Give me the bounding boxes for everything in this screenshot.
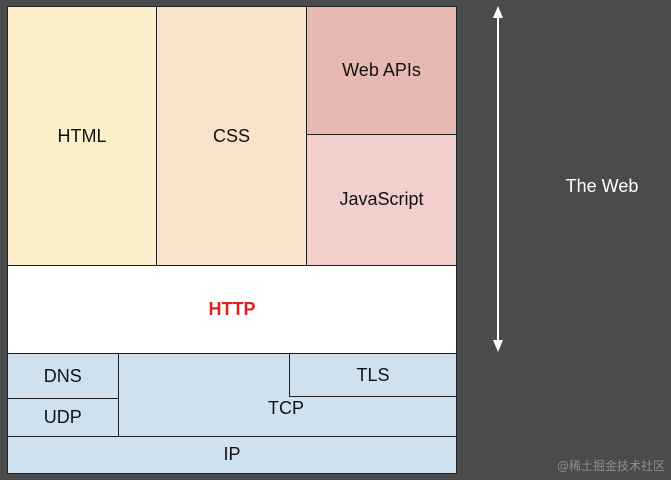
ip-layer: IP	[7, 435, 457, 474]
html-label: HTML	[57, 125, 107, 146]
css-label: CSS	[212, 125, 250, 146]
udp-label: UDP	[43, 406, 82, 427]
web-apis-layer: Web APIs	[306, 6, 457, 135]
css-layer: CSS	[155, 6, 308, 266]
udp-layer: UDP	[7, 397, 119, 437]
dns-layer: DNS	[7, 353, 119, 399]
http-layer: HTTP	[7, 264, 457, 355]
web-apis-label: Web APIs	[342, 60, 421, 80]
tcp-label: TCP	[268, 398, 304, 418]
html-layer: HTML	[7, 6, 157, 266]
javascript-label: JavaScript	[339, 189, 424, 210]
ip-label: IP	[223, 444, 241, 465]
javascript-layer: JavaScript	[306, 133, 457, 266]
the-web-label: The Web	[565, 176, 639, 196]
watermark: @稀土掘金技术社区	[556, 459, 665, 473]
tls-layer: TLS	[289, 353, 457, 397]
tls-label: TLS	[356, 364, 390, 385]
http-label: HTTP	[208, 299, 256, 319]
dns-label: DNS	[43, 365, 82, 386]
double-headed-vertical-arrow-icon	[493, 6, 503, 352]
